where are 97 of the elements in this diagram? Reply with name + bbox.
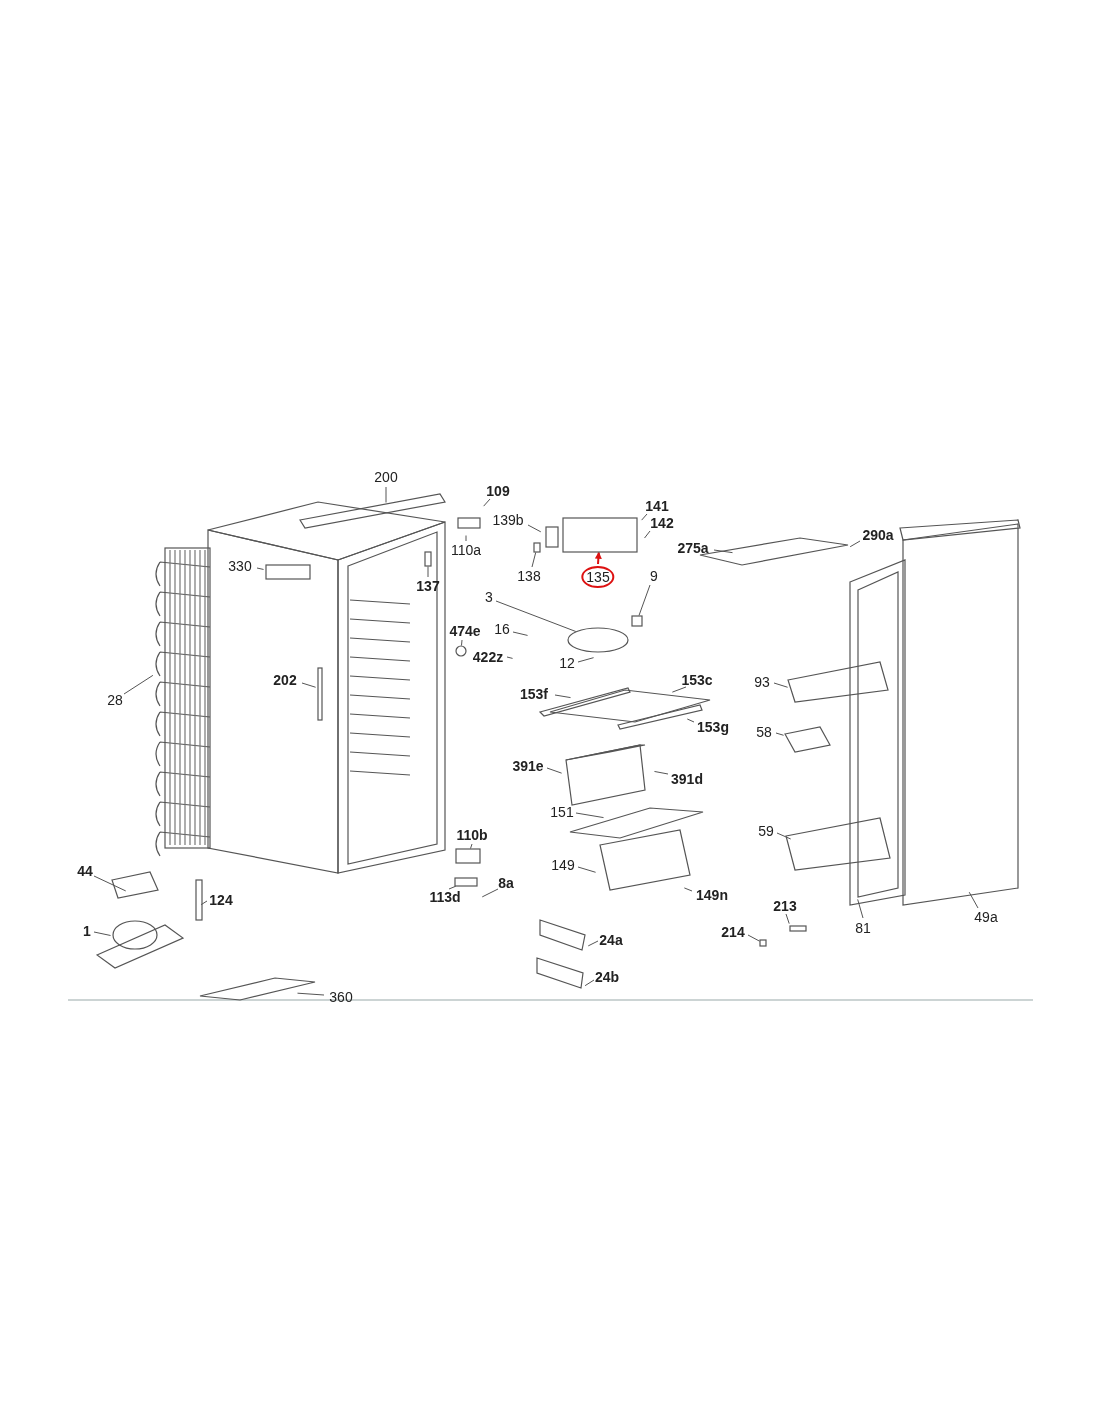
leader-line: [653, 770, 669, 775]
leader-line: [481, 888, 499, 898]
part-drawing: [455, 645, 467, 657]
callout-number: 153c: [680, 672, 714, 688]
leader-line: [531, 552, 537, 568]
callout-number: 422z: [471, 649, 505, 665]
leader-line: [713, 549, 734, 554]
part-drawing: [562, 517, 638, 553]
callout-number: 110b: [455, 827, 489, 843]
callout-number: 360: [328, 989, 354, 1005]
callout-number: 151: [549, 804, 575, 820]
leader-line: [483, 498, 491, 507]
leader-line: [577, 866, 597, 873]
leader-line: [448, 885, 457, 890]
leader-line: [256, 567, 265, 570]
leader-line: [527, 524, 542, 533]
callout-number: 16: [493, 621, 511, 637]
leader-line: [641, 513, 648, 521]
leader-line: [747, 934, 761, 942]
callout-number: 153g: [696, 719, 730, 735]
leader-line: [301, 682, 317, 688]
callout-number: 12: [558, 655, 576, 671]
leader-line: [683, 887, 693, 892]
leader-line: [123, 674, 154, 695]
leader-line: [686, 718, 695, 723]
part-drawing: [454, 877, 478, 887]
leader-line: [575, 812, 605, 819]
callout-number: 391e: [511, 758, 545, 774]
leader-line: [587, 940, 599, 947]
callout-number: 137: [415, 578, 441, 594]
callout-number: 44: [76, 863, 94, 879]
callout-number: 135: [581, 566, 615, 588]
callout-number: 202: [272, 672, 298, 688]
callout-number: 93: [753, 674, 771, 690]
callout-number: 153f: [519, 686, 549, 702]
leader-line: [385, 486, 387, 503]
leader-line: [495, 600, 577, 633]
leader-line: [93, 931, 112, 936]
part-drawing: [631, 615, 643, 627]
leader-line: [465, 535, 467, 542]
leader-line: [461, 639, 463, 646]
leader-line: [644, 530, 651, 539]
leader-line: [546, 767, 563, 774]
callout-number: 213: [772, 898, 798, 914]
leader-line: [775, 732, 785, 736]
leader-line: [577, 657, 595, 663]
callout-number: 330: [227, 558, 253, 574]
arrow: [594, 551, 602, 565]
part-drawing: [424, 551, 432, 567]
callout-number: 149n: [695, 887, 729, 903]
leader-line: [554, 694, 572, 699]
part-drawing: [567, 627, 629, 653]
leader-line: [297, 992, 325, 996]
callout-number: 24a: [598, 932, 624, 948]
callout-number: 290a: [861, 527, 895, 543]
callout-number: 139b: [491, 512, 525, 528]
leader-line: [773, 682, 789, 688]
leader-line: [93, 875, 127, 892]
callout-number: 113d: [428, 889, 462, 905]
callout-number: 138: [516, 568, 542, 584]
callout-number: 109: [485, 483, 511, 499]
callout-number: 149: [550, 857, 576, 873]
callout-number: 59: [757, 823, 775, 839]
leader-line: [427, 566, 429, 578]
part-drawing: [759, 939, 767, 947]
callout-number: 1: [82, 923, 92, 939]
leader-line: [671, 686, 687, 693]
callout-number: 81: [854, 920, 872, 936]
callout-number: 391d: [670, 771, 704, 787]
callout-number: 58: [755, 724, 773, 740]
callout-number: 142: [649, 515, 675, 531]
leader-line: [638, 584, 651, 617]
leader-line: [584, 979, 595, 987]
leader-line: [857, 898, 864, 919]
leader-line: [776, 832, 792, 840]
callout-number: 200: [373, 469, 399, 485]
callout-number: 28: [106, 692, 124, 708]
leader-line: [470, 843, 473, 850]
callout-number: 474e: [448, 623, 482, 639]
callout-number: 9: [649, 568, 659, 584]
callout-number: 214: [720, 924, 746, 940]
leader-line: [506, 656, 514, 659]
callout-number: 275a: [676, 540, 710, 556]
callout-number: 8a: [497, 875, 515, 891]
leader-line: [849, 540, 861, 548]
callout-number: 3: [484, 589, 494, 605]
callout-number: 124: [208, 892, 234, 908]
callout-number: 110a: [449, 542, 483, 558]
part-drawing: [455, 848, 481, 864]
part-drawing: [533, 542, 541, 553]
callout-number: 49a: [973, 909, 999, 925]
leader-line: [968, 891, 979, 909]
leader-line: [785, 913, 790, 925]
callout-number: 24b: [593, 969, 621, 985]
leader-line: [512, 631, 529, 636]
leader-line: [200, 900, 208, 906]
callout-number: 141: [644, 498, 670, 514]
